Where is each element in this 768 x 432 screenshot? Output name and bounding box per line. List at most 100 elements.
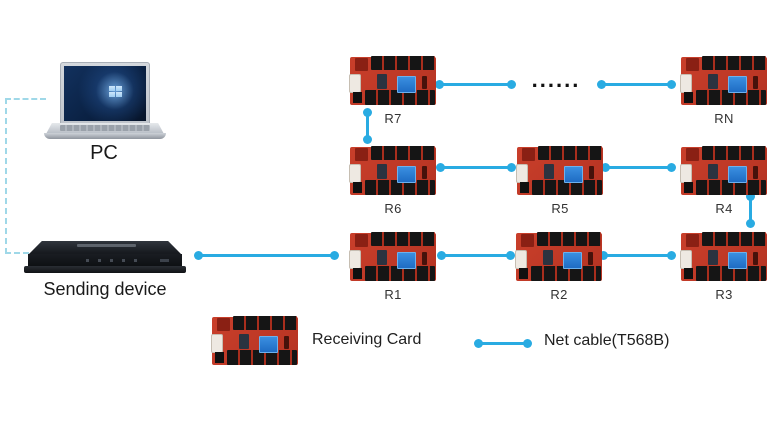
card-port-connector [680, 164, 692, 183]
card-connector-row-top [371, 232, 435, 246]
cable-r2-to-r3 [599, 251, 676, 260]
card-connector-row-bottom [227, 350, 297, 365]
card-component-small [589, 166, 594, 179]
node-r6: R6 [349, 145, 436, 216]
card-connector-row-top [233, 316, 297, 330]
card-connector-row-top [702, 232, 766, 246]
card-blue-chip [728, 166, 747, 183]
card-ic-chip [377, 250, 387, 265]
node-label-r6: R6 [384, 201, 402, 216]
card-connector-row-bottom [532, 180, 602, 195]
receiving-card-graphic [349, 55, 436, 107]
node-label-r5: R5 [551, 201, 569, 216]
card-socket [684, 92, 693, 103]
card-component [521, 234, 534, 247]
node-label-r7: R7 [384, 111, 402, 126]
card-ic-chip [377, 164, 387, 179]
card-port-connector [516, 164, 528, 183]
card-ic-chip [239, 334, 249, 349]
laptop-base-edge [44, 133, 166, 139]
card-port-connector [349, 74, 361, 93]
node-rn: RN [680, 55, 767, 126]
card-component-small [588, 252, 593, 265]
receiving-card-graphic [680, 145, 767, 197]
laptop-screen [60, 62, 150, 125]
card-component [355, 148, 368, 161]
receiving-card-graphic [349, 231, 436, 283]
card-connector-row-top [538, 146, 602, 160]
cable-r1-to-r2 [437, 251, 515, 260]
card-connector-row-top [702, 56, 766, 70]
legend-receiving-card-label: Receiving Card [312, 331, 422, 348]
wallpaper-glow [64, 66, 146, 121]
card-ic-chip [708, 164, 718, 179]
card-socket [684, 268, 693, 279]
card-connector-row-bottom [365, 266, 435, 281]
node-r3: R3 [680, 231, 767, 302]
card-component [355, 58, 368, 71]
receiving-card-graphic [349, 145, 436, 197]
card-port-connector [680, 250, 692, 269]
card-component [686, 148, 699, 161]
card-component [355, 234, 368, 247]
card-component [686, 234, 699, 247]
card-ic-chip [544, 164, 554, 179]
card-connector-row-bottom [365, 180, 435, 195]
receiving-card-graphic [680, 231, 767, 283]
receiving-card-graphic [680, 55, 767, 107]
windows-logo-icon [109, 85, 123, 97]
cable-chain-to-rn [597, 80, 676, 89]
card-component-small [753, 252, 758, 265]
card-connector-row-bottom [365, 90, 435, 105]
card-blue-chip [397, 76, 416, 93]
card-ic-chip [708, 74, 718, 89]
pc-cable-segment-vertical [5, 98, 7, 254]
card-port-connector [349, 164, 361, 183]
node-label-rn: RN [714, 111, 734, 126]
node-label-r3: R3 [715, 287, 733, 302]
legend-net-cable-sample [474, 339, 532, 348]
card-blue-chip [397, 252, 416, 269]
card-blue-chip [564, 166, 583, 183]
card-component-small [422, 166, 427, 179]
node-label-r2: R2 [550, 287, 568, 302]
legend-net-cable-label: Net cable(T568B) [544, 332, 670, 349]
card-ic-chip [377, 74, 387, 89]
node-r5: R5 [516, 145, 603, 216]
device-port [160, 259, 169, 262]
card-blue-chip [563, 252, 582, 269]
card-component-small [422, 252, 427, 265]
node-label-r4: R4 [715, 201, 733, 216]
cable-r7-to-chain [435, 80, 516, 89]
card-blue-chip [259, 336, 278, 353]
receiving-card-graphic [515, 231, 602, 283]
cable-r4-to-r5 [601, 163, 676, 172]
node-r4: R4 [680, 145, 767, 216]
card-connector-row-bottom [531, 266, 601, 281]
card-ic-chip [708, 250, 718, 265]
card-socket [353, 182, 362, 193]
card-component-small [753, 76, 758, 89]
card-connector-row-top [702, 146, 766, 160]
card-blue-chip [728, 76, 747, 93]
ellipsis-dots: ...... [531, 67, 581, 92]
card-socket [353, 92, 362, 103]
card-port-connector [349, 250, 361, 269]
card-socket [353, 268, 362, 279]
cable-r5-to-r6 [436, 163, 516, 172]
card-connector-row-bottom [696, 180, 766, 195]
card-component [522, 148, 535, 161]
laptop-display [64, 66, 146, 121]
card-port-connector [680, 74, 692, 93]
cable-sender-to-r1 [194, 251, 339, 260]
card-connector-row-top [537, 232, 601, 246]
card-connector-row-top [371, 56, 435, 70]
card-socket [520, 182, 529, 193]
laptop-base [46, 123, 164, 134]
card-component [217, 318, 230, 331]
receiving-card-graphic [516, 145, 603, 197]
node-r7: R7 [349, 55, 436, 126]
card-port-connector [515, 250, 527, 269]
card-blue-chip [728, 252, 747, 269]
